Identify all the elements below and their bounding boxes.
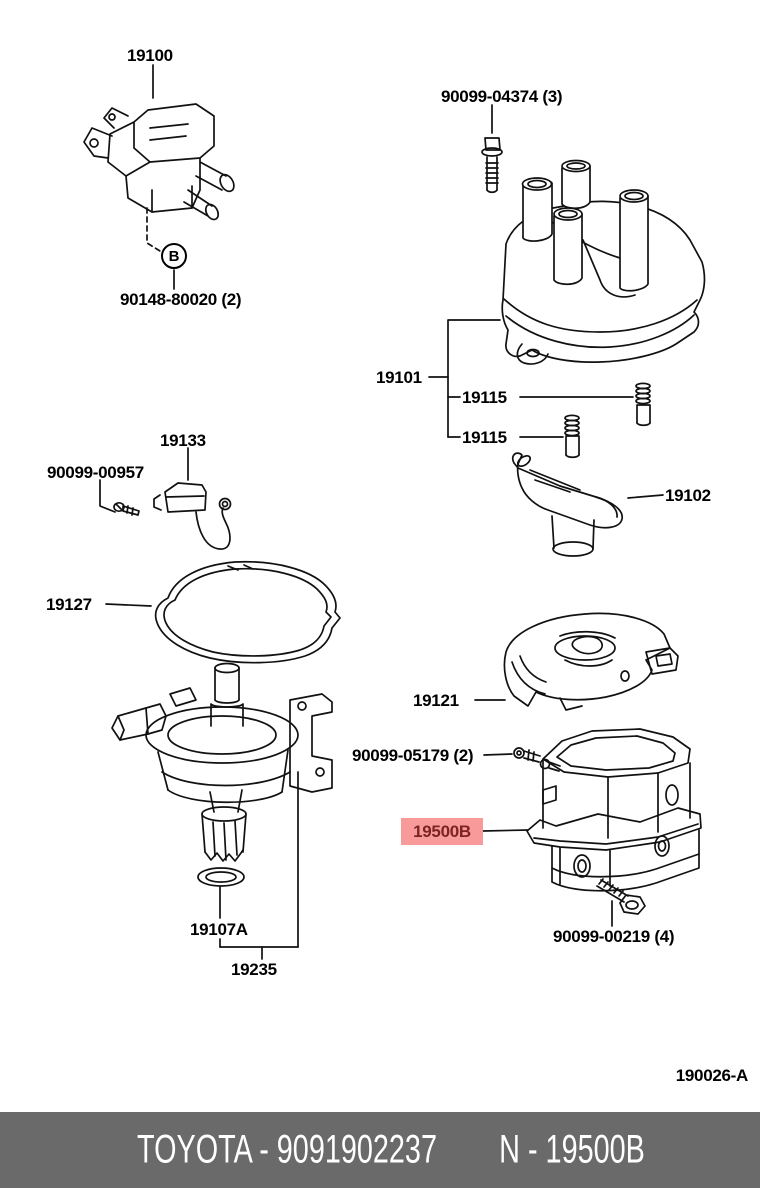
- part-label-90099-00219[interactable]: 90099-00219 (4): [553, 927, 675, 946]
- rotor-drawing: [511, 452, 623, 557]
- distributor-cap-drawing: [501, 159, 706, 365]
- part-label-19115-lower[interactable]: 19115: [462, 428, 507, 447]
- part-label-90099-00957[interactable]: 90099-00957: [47, 463, 144, 482]
- distributor-housing-drawing: [111, 662, 333, 887]
- spring-carbon-upper-drawing: [635, 382, 651, 427]
- bolt-00219-drawing: [596, 878, 646, 915]
- ignition-coil-drawing: [83, 103, 235, 221]
- part-label-19121[interactable]: 19121: [413, 691, 459, 710]
- figure-code: 190026-A: [675, 1066, 749, 1085]
- dust-cover-drawing: [503, 612, 679, 711]
- part-label-90148-80020[interactable]: 90148-80020 (2): [120, 290, 242, 309]
- screws-05179-drawing: [513, 747, 561, 772]
- part-label-19107a[interactable]: 19107A: [190, 920, 248, 939]
- callout-b[interactable]: B: [161, 243, 187, 269]
- leader-lines: [99, 64, 664, 960]
- part-label-19235[interactable]: 19235: [231, 960, 277, 979]
- screw-00957-drawing: [113, 501, 140, 516]
- part-label-19500b-highlighted[interactable]: 19500B: [401, 818, 483, 845]
- bolt-04374-drawing: [481, 137, 503, 194]
- igniter-assembly-drawing: [526, 728, 702, 892]
- footer-catalog-code: TOYOTA - 9091902237: [137, 1127, 437, 1172]
- gasket-drawing: [154, 560, 341, 664]
- part-label-19127[interactable]: 19127: [46, 595, 92, 614]
- footer-part-code: N - 19500B: [499, 1127, 645, 1172]
- condenser-drawing: [153, 482, 232, 550]
- spring-carbon-lower-drawing: [564, 414, 580, 459]
- part-label-19100[interactable]: 19100: [127, 46, 173, 65]
- part-label-90099-04374[interactable]: 90099-04374 (3): [441, 87, 563, 106]
- part-label-19102[interactable]: 19102: [665, 486, 711, 505]
- footer-bar: TOYOTA - 9091902237 N - 19500B: [0, 1112, 760, 1188]
- part-label-19115-upper[interactable]: 19115: [462, 388, 507, 407]
- part-label-19101[interactable]: 19101: [376, 368, 422, 387]
- part-label-90099-05179[interactable]: 90099-05179 (2): [352, 746, 474, 765]
- part-label-19133[interactable]: 19133: [160, 431, 206, 450]
